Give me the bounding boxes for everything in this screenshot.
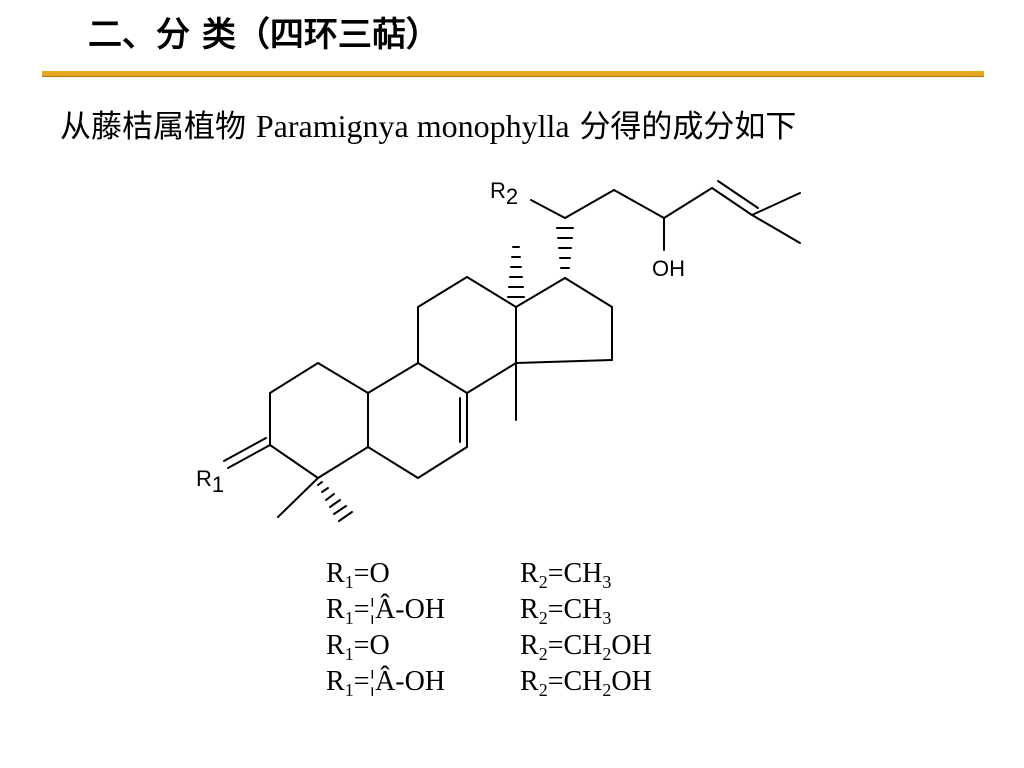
substituent-row: R1=¦Â-OH R2=CH2OH bbox=[326, 664, 652, 700]
ring-d bbox=[515, 277, 613, 364]
ring-c bbox=[417, 276, 517, 394]
c3-exocyclic-double-bond bbox=[223, 437, 271, 469]
c13-methyl-hashed bbox=[507, 246, 525, 298]
intro-text-after: 分得的成分如下 bbox=[579, 109, 797, 145]
r2-definition: R2=CH3 bbox=[520, 558, 612, 592]
gem-dimethyl bbox=[277, 477, 353, 522]
slide-title: 二、分 类（四环三萜） bbox=[88, 15, 440, 55]
r1-definition: R1=O bbox=[326, 558, 390, 592]
r1-definition: R1=¦Â-OH bbox=[326, 666, 446, 700]
ring-a bbox=[269, 362, 369, 479]
substituent-row: R1=O R2=CH2OH bbox=[326, 628, 652, 664]
substituent-table: R1=O R2=CH3 R1=¦Â-OH R2=CH3 R1=O R2=CH2O… bbox=[326, 556, 652, 700]
ring-b bbox=[367, 362, 468, 479]
intro-text-before: 从藤桔属植物 bbox=[60, 109, 246, 145]
r1-definition: R1=¦Â-OH bbox=[326, 594, 446, 628]
substituent-row: R1=¦Â-OH R2=CH3 bbox=[326, 592, 652, 628]
substituent-row: R1=O R2=CH3 bbox=[326, 556, 652, 592]
hydroxyl-label: OH bbox=[652, 256, 685, 281]
title-underline bbox=[42, 71, 984, 77]
species-name: Paramignya monophylla bbox=[255, 108, 570, 144]
side-chain bbox=[530, 180, 801, 269]
r2-label: R2 bbox=[490, 178, 518, 209]
r1-definition: R1=O bbox=[326, 630, 390, 664]
r1-label: R1 bbox=[196, 466, 224, 497]
intro-text: 从藤桔属植物 Paramignya monophylla 分得的成分如下 bbox=[60, 104, 796, 149]
r2-definition: R2=CH2OH bbox=[520, 666, 652, 700]
r2-definition: R2=CH3 bbox=[520, 594, 612, 628]
r2-definition: R2=CH2OH bbox=[520, 630, 652, 664]
